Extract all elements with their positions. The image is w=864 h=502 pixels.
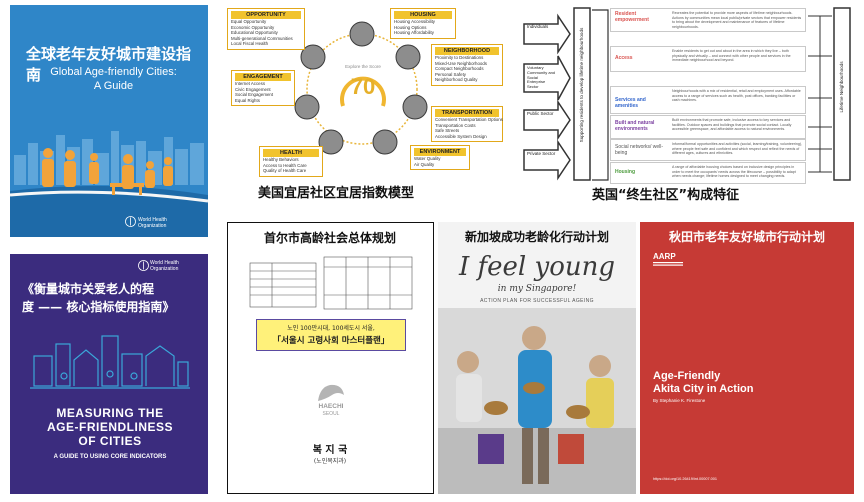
cover-title-en: Global Age-friendly Cities: A Guide bbox=[50, 66, 177, 92]
explore-score-label: Explore the Score bbox=[345, 64, 381, 69]
cover-title-cn: 全球老年友好城市建设指南 bbox=[26, 45, 192, 84]
city-line-illustration bbox=[30, 335, 190, 389]
uk-row-housing: Housing A range of affordable housing ch… bbox=[610, 162, 806, 184]
elderly-ukulele-photo bbox=[438, 308, 636, 494]
seoul-caption: 首尔市高龄社会总体规划 bbox=[263, 231, 396, 245]
department-sub: (노인복지과) bbox=[313, 458, 347, 465]
category-box-environment: ENVIRONMENT Water Quality Air Quality bbox=[410, 145, 470, 171]
livability-ring bbox=[294, 21, 428, 155]
us-index-caption: 美国宜居社区宜居指数模型 bbox=[258, 186, 415, 201]
uk-lifetime-neighbourhoods-diagram: Individuals Voluntary Community and Soci… bbox=[520, 2, 856, 184]
who-publisher-label: World Health Organization bbox=[150, 260, 179, 272]
department-name: 복 지 국 bbox=[312, 445, 348, 456]
left-bar-label: Supporting residents to develop lifetime… bbox=[579, 27, 584, 143]
cover-title-en: MEASURING THE AGE-FRIENDLINESS OF CITIES bbox=[46, 406, 173, 448]
who-logo-icon bbox=[125, 216, 136, 227]
akita-caption: 秋田市老年友好城市行动计划 bbox=[668, 230, 825, 244]
category-box-housing: HOUSING Housing Accessibility Housing Op… bbox=[390, 8, 456, 39]
akita-age-friendly-cover: 秋田市老年友好城市行动计划 AARP Age-Friendly Akita Ci… bbox=[640, 222, 854, 494]
cover-subline: in my Singapore! bbox=[497, 284, 577, 294]
right-bar-label: Lifetime Neighbourhoods bbox=[839, 61, 844, 113]
aarp-logo-stripes bbox=[653, 262, 683, 266]
cover-byline: By Stephanie K. Firestone bbox=[653, 398, 706, 403]
category-box-transportation: TRANSPORTATION Convenient Transportation… bbox=[431, 106, 503, 143]
livability-score: 70 bbox=[350, 74, 376, 99]
haechi-logo-sub: SEOUL bbox=[322, 411, 340, 417]
seoul-ageing-master-plan-cover: 首尔市高龄社会总体规划 노인 100만시대, 100세도시 서울, 「서울시 고… bbox=[227, 222, 434, 494]
cover-subtitle: ACTION PLAN FOR SUCCESSFUL AGEING bbox=[480, 298, 594, 304]
uk-row-services-amenities: Services and amenities Neighbourhoods wi… bbox=[610, 86, 806, 114]
who-logo-icon bbox=[138, 260, 149, 271]
input-individuals: Individuals bbox=[527, 24, 549, 29]
haechi-logo-icon bbox=[318, 384, 344, 401]
cover-headline: I feel young bbox=[459, 252, 615, 282]
category-box-health: HEALTH Healthy Behaviors Access to Healt… bbox=[259, 146, 323, 177]
who-measuring-guide-cover: World Health Organization 《衡量城市关爱老人的程 度 … bbox=[10, 254, 208, 494]
category-box-engagement: ENGAGEMENT Internet Access Civic Engagem… bbox=[231, 70, 295, 107]
haechi-logo-text: HAECHI bbox=[318, 403, 344, 410]
uk-diagram-arrows bbox=[523, 7, 851, 181]
approval-stamp-table bbox=[249, 256, 413, 310]
cover-heading: Age-Friendly Akita City in Action bbox=[653, 370, 754, 395]
uk-row-access: Access Enable residents to get out and a… bbox=[610, 46, 806, 72]
cover-subtitle: A GUIDE TO USING CORE INDICATORS bbox=[53, 454, 167, 460]
uk-row-resident-empowerment: Resident empowerment Recreates the poten… bbox=[610, 8, 806, 32]
who-publisher-label: World Health Organization bbox=[138, 217, 167, 229]
uk-lifetime-caption: 英国“终生社区”构成特征 bbox=[592, 188, 740, 203]
who-global-guide-cover: 全球老年友好城市建设指南 Global Age-friendly Cities:… bbox=[10, 5, 208, 237]
plan-title-banner: 노인 100만시대, 100세도시 서울, 「서울시 고령사회 마스터플랜」 bbox=[256, 319, 406, 351]
us-livability-index-diagram: Explore the Score 70 OPPORTUNITY Equal O… bbox=[225, 2, 505, 180]
input-public-sector: Public Sector bbox=[527, 111, 554, 116]
input-private-sector: Private Sector bbox=[527, 151, 556, 156]
singapore-caption: 新加坡成功老龄化行动计划 bbox=[464, 230, 609, 244]
input-voluntary-sector: Voluntary Community and Social Enterpris… bbox=[527, 65, 556, 90]
cover-title-cn: 《衡量城市关爱老人的程 度 —— 核心指标使用指南》 bbox=[22, 282, 175, 314]
skyline-illustration bbox=[10, 131, 208, 237]
category-box-neighborhood: NEIGHBORHOOD Proximity to Destinations M… bbox=[431, 44, 503, 86]
uk-row-social-networks: Social networks/ well-being Informal/for… bbox=[610, 139, 806, 161]
cover-doi: https://doi.org/10.26419/int.00007.001 bbox=[653, 477, 717, 481]
uk-row-built-natural: Built and natural environments Built env… bbox=[610, 115, 806, 139]
singapore-ageing-plan-cover: 新加坡成功老龄化行动计划 I feel young in my Singapor… bbox=[438, 222, 636, 494]
category-box-opportunity: OPPORTUNITY Equal Opportunity Economic O… bbox=[227, 8, 305, 50]
aarp-logo: AARP bbox=[653, 252, 676, 261]
